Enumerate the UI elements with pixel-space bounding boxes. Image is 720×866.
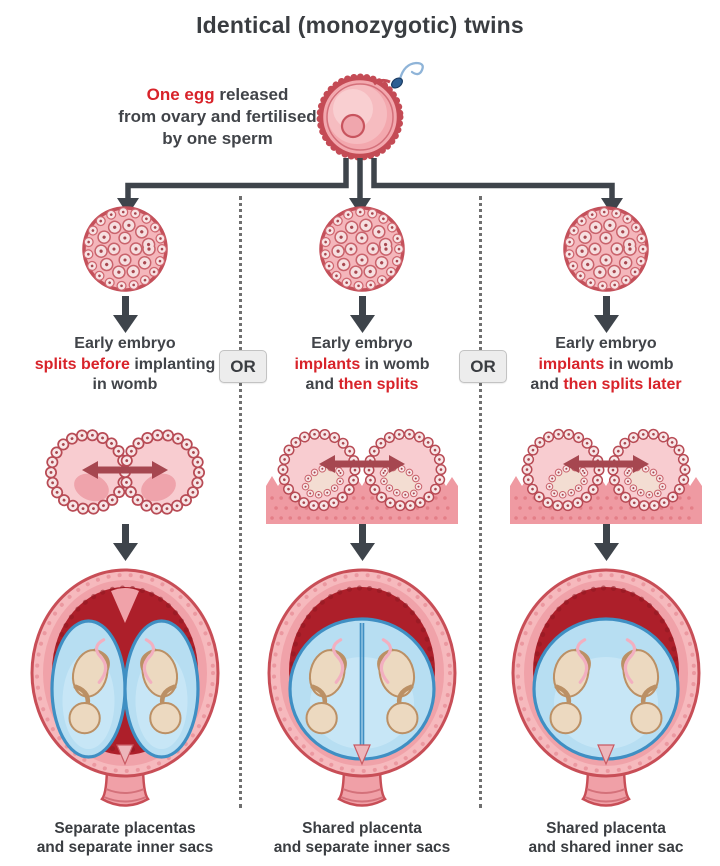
down-arrow-icon <box>594 524 619 561</box>
caption-3: Shared placenta and shared inner sac <box>528 820 684 856</box>
option-text-1: Early embryo splits before implanting in… <box>34 335 216 393</box>
option-text-3: Early embryo implants in womb and then s… <box>530 335 682 393</box>
divider-dotted-line-1 <box>239 196 242 808</box>
split-embryo-illustration <box>30 422 220 522</box>
caption-2: Shared placenta and separate inner sacs <box>273 820 451 856</box>
down-arrow-icon <box>113 524 138 561</box>
down-arrow-icon <box>350 524 375 561</box>
uterus-shared-placenta-shared-sac-illustration <box>508 563 704 813</box>
intro-line-2: from ovary and fertilised <box>118 107 317 126</box>
or-badge-1: OR <box>219 350 267 383</box>
implanted-split-embryo-illustration <box>506 424 706 524</box>
option-text-2: Early embryo implants in womb and then s… <box>294 335 430 393</box>
divider-dotted-line-2 <box>479 196 482 808</box>
intro-text: One egg released from ovary and fertilis… <box>100 84 335 150</box>
implanted-split-embryo-illustration <box>262 424 462 524</box>
uterus-shared-placenta-separate-sacs-illustration <box>264 563 460 813</box>
intro-line-1: One egg released <box>146 85 289 104</box>
fertilised-egg-illustration <box>316 61 424 161</box>
or-badge-2: OR <box>459 350 507 383</box>
morula-illustration-3 <box>560 203 652 295</box>
egg-icon <box>316 73 404 161</box>
sperm-icon <box>391 61 424 89</box>
branch-arrows <box>117 158 623 215</box>
down-arrow-icon <box>350 296 375 333</box>
page-title: Identical (monozygotic) twins <box>196 12 524 38</box>
morula-illustration-1 <box>79 203 171 295</box>
morula-illustration-2 <box>316 203 408 295</box>
down-arrow-icon <box>594 296 619 333</box>
arrowhead-right <box>601 198 623 215</box>
down-arrow-icon <box>113 296 138 333</box>
caption-1: Separate placentas and separate inner sa… <box>36 820 214 856</box>
intro-line-3: by one sperm <box>162 129 273 148</box>
uterus-separate-placentas-illustration <box>27 563 223 813</box>
